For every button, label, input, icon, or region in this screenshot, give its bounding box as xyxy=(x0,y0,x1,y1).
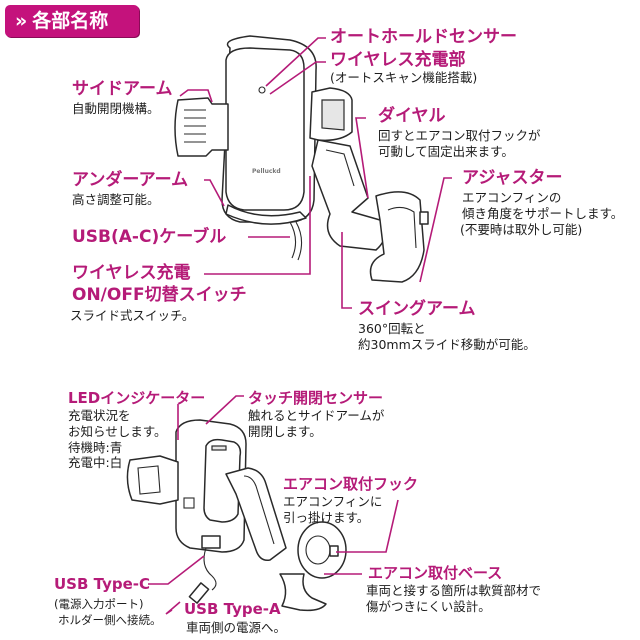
label-usb-type-a: USB Type-A xyxy=(184,600,281,618)
desc-swing-arm-line2: 約30mmスライド移動が可能。 xyxy=(358,337,536,352)
desc-led-line3: 待機時:青 xyxy=(68,440,123,455)
label-swing-arm: スイングアーム xyxy=(358,299,476,319)
label-auto-hold-sensor: オートホールドセンサー xyxy=(330,27,517,47)
label-touch-sensor: タッチ開閉センサー xyxy=(248,389,384,407)
leader-line-usb-a xyxy=(165,601,181,615)
leader-line-adjuster xyxy=(419,177,452,283)
label-led-indicator: LEDインジケーター xyxy=(68,389,206,407)
desc-led-line1: 充電状況を xyxy=(68,408,131,423)
brand-logo: Pelluckd xyxy=(252,168,281,175)
desc-vent-hook-line2: 引っ掛けます。 xyxy=(283,510,370,525)
top-holder-illustration xyxy=(174,35,429,283)
leader-line-under-arm xyxy=(204,179,225,207)
desc-usb-c-line1: (電源入力ポート) xyxy=(54,597,144,611)
section-title: 各部名称 xyxy=(32,10,109,32)
leader-line-wireless-switch xyxy=(204,176,311,275)
desc-usb-a: 車両側の電源へ。 xyxy=(186,620,287,635)
label-wireless-switch-line2: ON/OFF切替スイッチ xyxy=(72,285,247,305)
leader-line-vent-hook xyxy=(336,499,399,553)
desc-vent-base-line2: 傷がつきにくい設計。 xyxy=(366,599,491,614)
label-side-arm: サイドアーム xyxy=(72,79,173,99)
leader-line-swing-arm xyxy=(341,232,352,309)
desc-side-arm: 自動開閉機構。 xyxy=(72,101,160,116)
label-vent-hook: エアコン取付フック xyxy=(283,475,419,493)
desc-adjuster-line2: 傾き角度をサポートします。 xyxy=(462,206,624,221)
desc-dial-line1: 回すとエアコン取付フックが xyxy=(378,128,541,143)
leader-line-touch-sensor xyxy=(205,395,244,425)
desc-under-arm: 高さ調整可能。 xyxy=(72,192,160,207)
label-vent-base: エアコン取付ベース xyxy=(368,564,503,582)
desc-usb-c-line2: ホルダー側へ接続。 xyxy=(58,613,162,627)
desc-led-line2: お知らせします。 xyxy=(68,424,167,439)
section-header-badge: »各部名称 xyxy=(5,5,139,37)
desc-led-line4: 充電中:白 xyxy=(68,455,123,470)
desc-wireless-charger: (オートスキャン機能搭載) xyxy=(330,70,478,85)
desc-adjuster-line1: エアコンフィンの xyxy=(462,190,562,205)
leader-line-side-arm xyxy=(179,89,213,103)
desc-dial-line2: 可動して固定出来ます。 xyxy=(378,144,514,159)
label-under-arm: アンダーアーム xyxy=(72,170,189,190)
leader-line-dial xyxy=(355,117,369,199)
label-adjuster: アジャスター xyxy=(462,168,563,188)
leader-line-usb-c xyxy=(148,555,205,585)
leader-line-wireless-charger xyxy=(269,61,326,95)
label-dial: ダイヤル xyxy=(378,106,446,126)
leader-line-auto-hold xyxy=(265,37,326,87)
desc-touch-line1: 触れるとサイドアームが xyxy=(248,408,385,423)
desc-touch-line2: 開閉します。 xyxy=(248,424,322,439)
label-usb-type-c: USB Type-C xyxy=(54,575,151,593)
label-wireless-switch-line1: ワイヤレス充電 xyxy=(72,263,191,283)
desc-wireless-switch: スライド式スイッチ。 xyxy=(70,308,195,323)
wireless-charger-coil-icon xyxy=(258,86,266,94)
desc-vent-base-line1: 車両と接する箇所は軟質部材で xyxy=(366,583,542,598)
desc-vent-hook-line1: エアコンフィンに xyxy=(283,494,383,509)
desc-swing-arm-line1: 360°回転と xyxy=(358,321,426,336)
desc-adjuster-line3: (不要時は取外し可能) xyxy=(460,222,583,237)
label-wireless-charger: ワイヤレス充電部 xyxy=(330,50,466,70)
label-usb-cable: USB(A-C)ケーブル xyxy=(72,227,227,247)
bottom-holder-illustration xyxy=(126,419,347,612)
